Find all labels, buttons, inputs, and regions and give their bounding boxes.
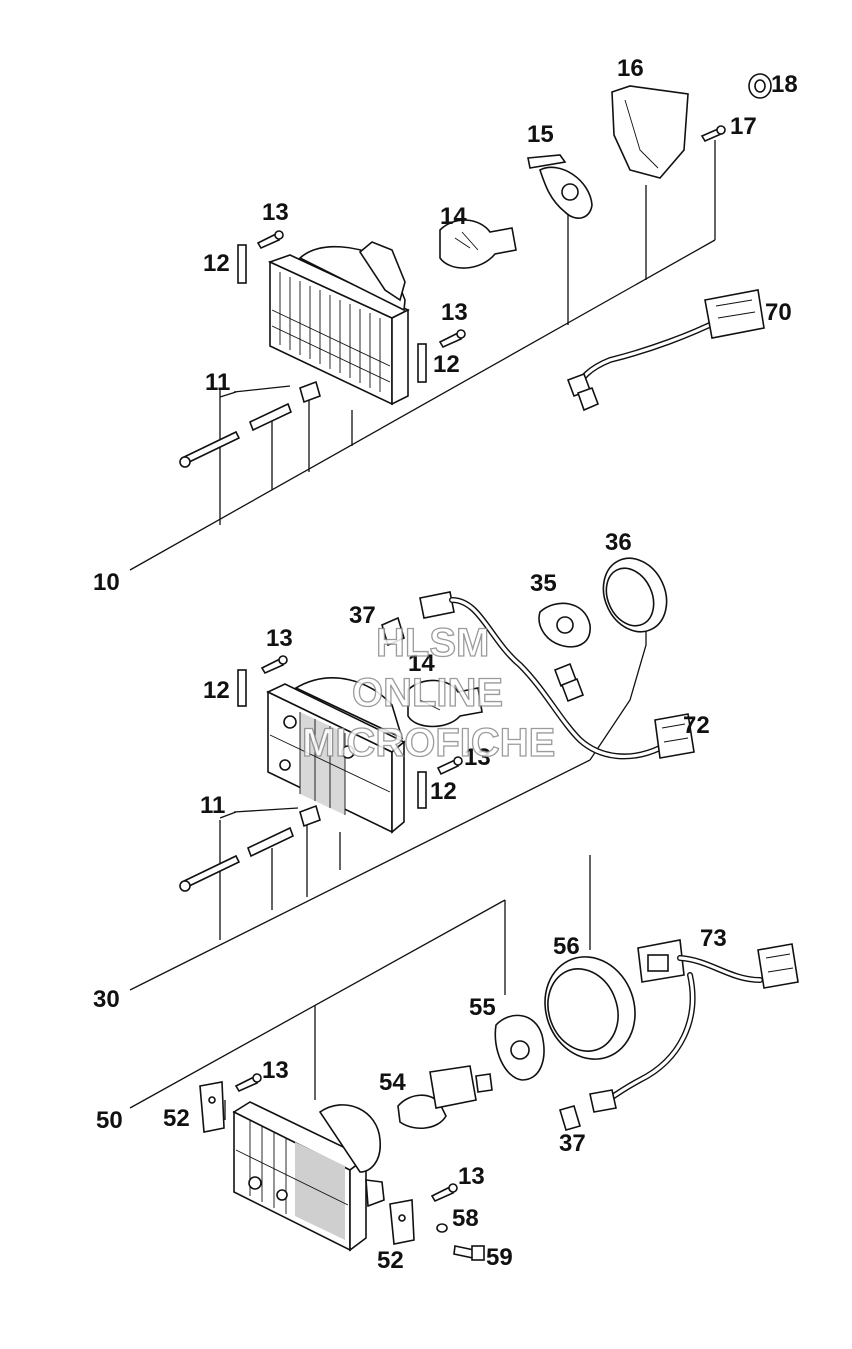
screw-13-top-b: [438, 329, 466, 349]
screw-13-top-a: [256, 230, 284, 250]
label-12-top-a: 12: [203, 250, 230, 277]
label-13-top-a: 13: [262, 199, 289, 226]
screw-13-middle-a: [260, 655, 288, 675]
label-73: 73: [700, 925, 727, 952]
label-52-b: 52: [377, 1247, 404, 1274]
label-59: 59: [486, 1244, 513, 1271]
label-54: 54: [379, 1069, 406, 1096]
watermark-line-1: HLSM: [376, 621, 489, 665]
assembly-10: [129, 73, 772, 571]
label-13-middle-a: 13: [266, 625, 293, 652]
watermark-line-3: MICROFICHE: [302, 721, 555, 765]
parking-bulb-37-bottom: [559, 1105, 581, 1131]
clip-12-middle-b: [417, 771, 427, 809]
label-37-middle: 37: [349, 602, 376, 629]
headlight-unit-30: [266, 677, 406, 834]
adjuster-11-middle: [179, 804, 321, 892]
screw-13-bottom-a: [234, 1073, 262, 1093]
watermark-line-2: ONLINE: [352, 671, 503, 715]
retaining-ring-56: [544, 956, 636, 1060]
headlight-unit-10: [267, 241, 410, 406]
h4-bulb-54: [397, 1065, 493, 1129]
label-12-middle-a: 12: [203, 677, 230, 704]
headlight-unit-50: [232, 1101, 385, 1252]
label-11-middle: 11: [200, 792, 225, 819]
label-13-bottom-b: 13: [458, 1163, 485, 1190]
label-13-middle-b: 13: [464, 744, 491, 771]
cover-16: [611, 85, 689, 179]
screw-13-middle-b: [436, 756, 463, 776]
washer-58: [436, 1223, 448, 1233]
label-35: 35: [530, 570, 557, 597]
bulb-holder-15: [527, 154, 593, 219]
label-50: 50: [96, 1107, 123, 1134]
label-72: 72: [683, 712, 710, 739]
label-30: 30: [93, 986, 120, 1013]
screw-13-bottom-b: [430, 1183, 458, 1203]
bracket-52-a: [199, 1081, 225, 1133]
label-12-top-b: 12: [433, 351, 460, 378]
label-52-a: 52: [163, 1105, 190, 1132]
bulb-14-middle: [407, 679, 483, 728]
watermark: HLSM ONLINE MICROFICHE: [301, 620, 556, 765]
part-labels: 10 11 12 12 13 13 14 15 16 17 18 70 30 1…: [93, 55, 798, 1274]
label-13-bottom-a: 13: [262, 1057, 289, 1084]
wire-harness-73: [589, 939, 799, 1113]
label-17: 17: [730, 113, 757, 140]
bulb-socket-wires-middle: [419, 591, 663, 760]
label-55: 55: [469, 994, 496, 1021]
bolt-59: [453, 1245, 485, 1261]
parking-bulb-37-middle: [381, 616, 405, 647]
label-11-top: 11: [205, 369, 230, 396]
label-58: 58: [452, 1205, 479, 1232]
bulb-14-top: [439, 219, 517, 269]
bulb-holder-35: [538, 602, 591, 648]
label-13-top-b: 13: [441, 299, 468, 326]
label-12-middle-b: 12: [430, 778, 457, 805]
clip-12-top-b: [417, 343, 427, 383]
clip-12-middle-a: [237, 669, 247, 707]
clip-12-top-a: [237, 244, 247, 284]
label-10: 10: [93, 569, 120, 596]
label-15: 15: [527, 121, 554, 148]
label-18: 18: [771, 71, 798, 98]
label-36: 36: [605, 529, 632, 556]
assembly-50: [129, 855, 799, 1261]
assembly-30: [129, 557, 695, 991]
label-14-top: 14: [440, 203, 467, 230]
bulb-holder-55: [494, 1014, 545, 1081]
label-16: 16: [617, 55, 644, 82]
bracket-52-b: [389, 1199, 415, 1245]
label-14-middle: 14: [408, 650, 435, 677]
label-70: 70: [765, 299, 792, 326]
adjuster-11-top: [179, 380, 321, 468]
wire-harness-72: [654, 713, 695, 759]
wire-harness-70: [566, 289, 765, 412]
retaining-ring-36: [602, 557, 668, 633]
screw-17: [700, 125, 726, 143]
label-37-bottom: 37: [559, 1130, 586, 1157]
grommet-18: [748, 73, 772, 99]
label-56: 56: [553, 933, 580, 960]
